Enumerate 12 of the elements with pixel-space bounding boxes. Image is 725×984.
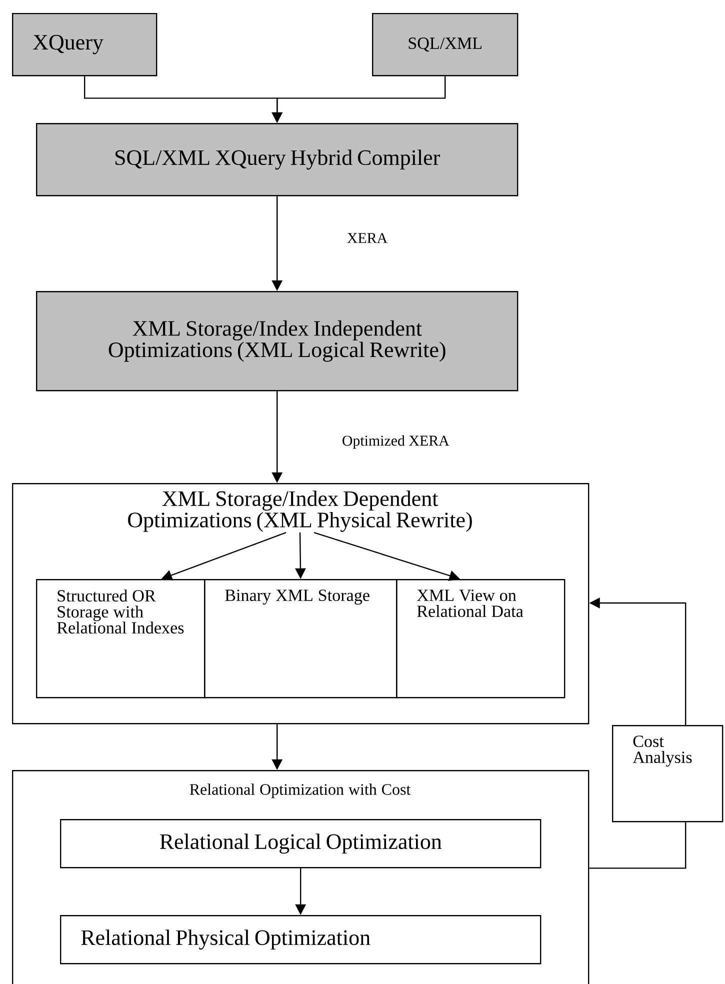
process-box: Relational Logical Optimization: [60, 819, 542, 868]
process-box: XML Storage/Index Independent Optimizations (XML Logical Rewrite): [36, 290, 518, 392]
input-box: XQuery: [12, 12, 158, 76]
cost-box: Cost Analysis: [612, 725, 724, 822]
process-box: Relational Physical Optimization: [60, 915, 542, 964]
storage-cell: Structured OR Storage with Relational Indexes: [36, 579, 206, 698]
edge-label: Optimized XERA: [340, 434, 451, 450]
storage-cell: Binary XML Storage: [204, 579, 398, 698]
input-box: SQL/XML: [372, 12, 518, 76]
compiler-box: SQL/XML XQuery Hybrid Compiler: [36, 123, 518, 196]
edge-label: XERA: [346, 232, 389, 244]
storage-cell: XML View on Relational Data: [396, 579, 566, 698]
